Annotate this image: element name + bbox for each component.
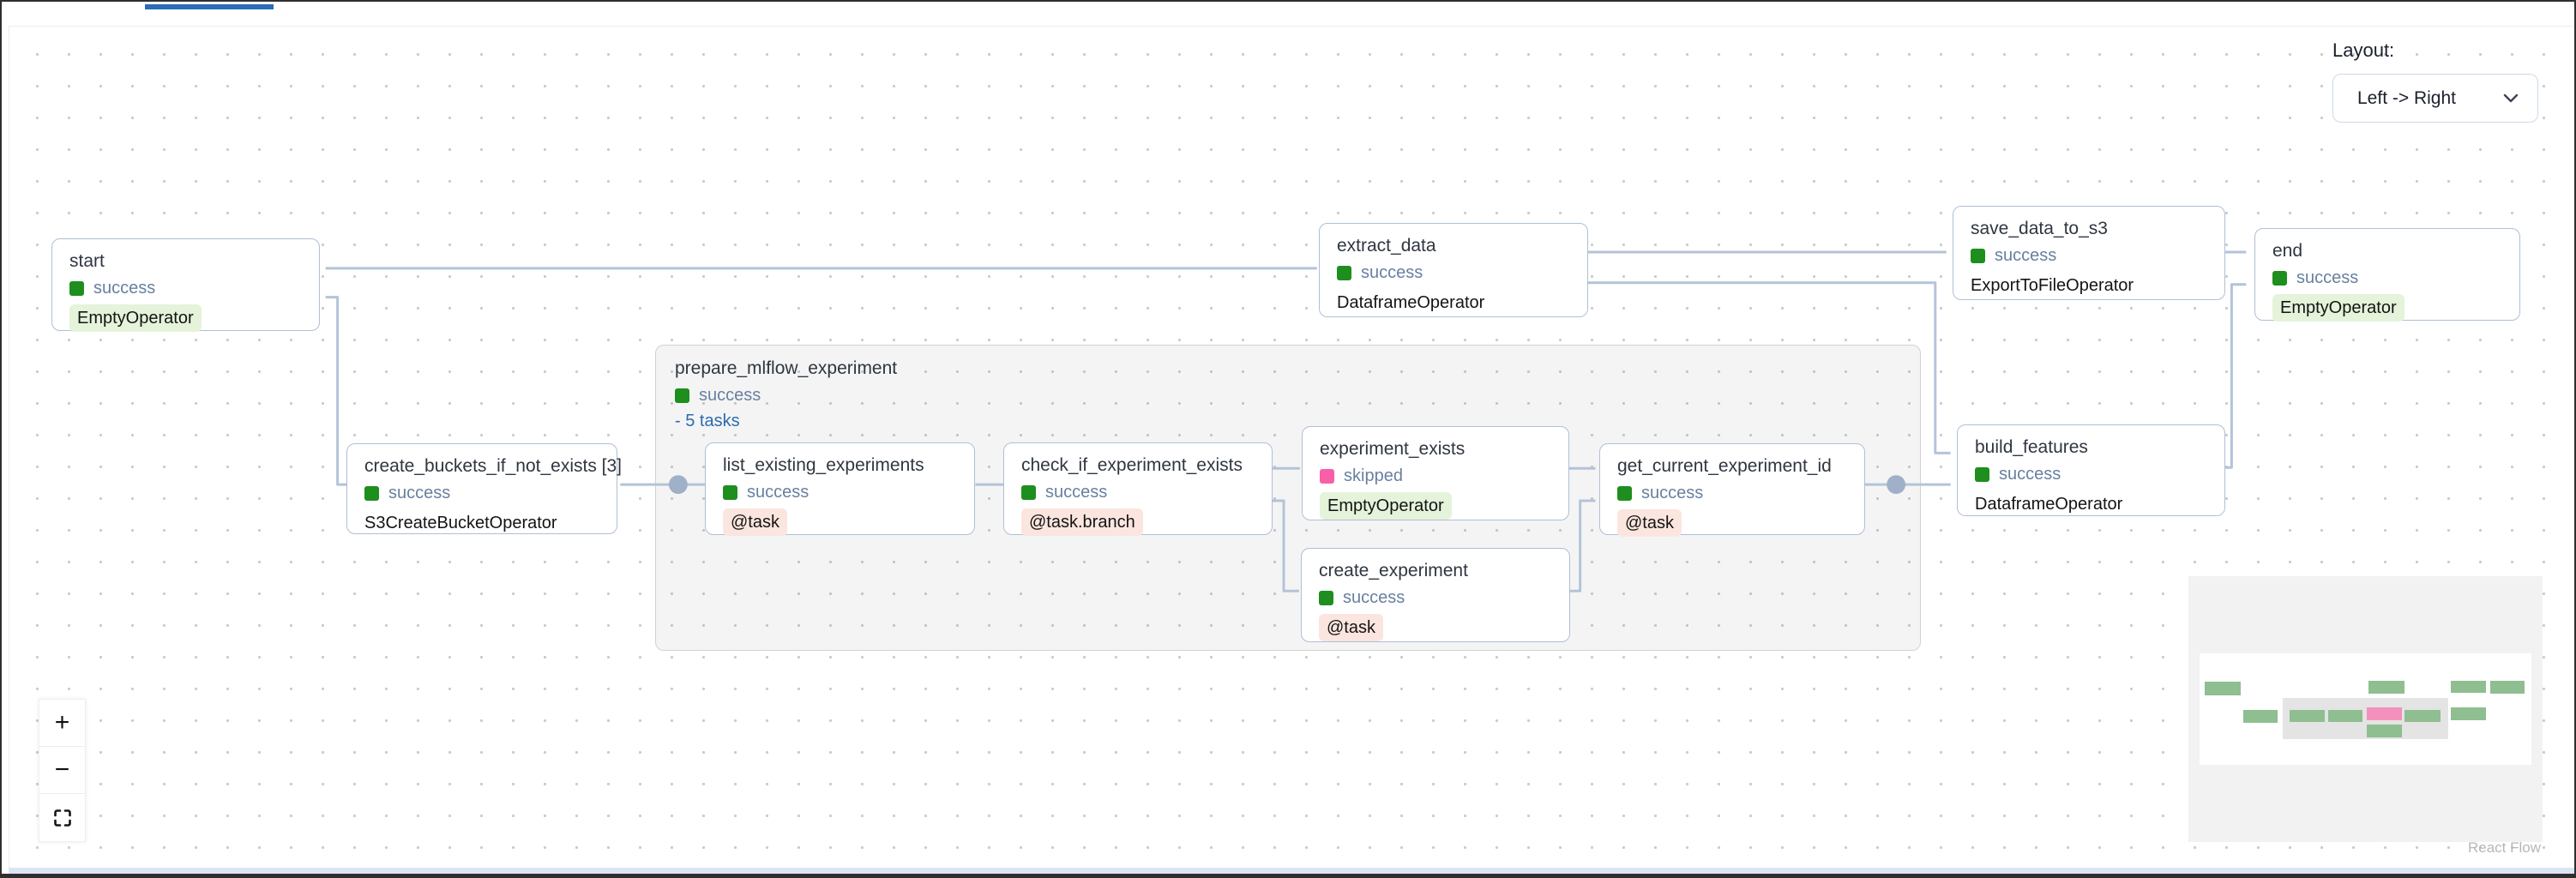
layout-selected-value: Left -> Right xyxy=(2357,87,2456,108)
group-port xyxy=(668,475,688,495)
group-port xyxy=(1887,475,1906,495)
state-label: success xyxy=(388,484,451,503)
state-square xyxy=(1319,591,1333,606)
state-square xyxy=(723,485,737,501)
edge-start-to-create_buckets_if_not_exists xyxy=(325,296,352,486)
operator-badge: @task xyxy=(1617,509,1682,538)
task-title: list_existing_experiments xyxy=(723,455,924,475)
state-label: success xyxy=(747,483,810,502)
group-title: prepare_mlflow_experiment xyxy=(675,358,898,378)
state-square xyxy=(364,486,379,502)
minimap-node-get_current_experiment_id xyxy=(2404,710,2441,722)
operator-badge: @task.branch xyxy=(1021,508,1143,537)
state-square xyxy=(1617,486,1632,502)
zoom-in-button[interactable]: + xyxy=(39,700,85,747)
task-title: save_data_to_s3 xyxy=(1971,219,2108,238)
state-label: skipped xyxy=(1344,466,1403,486)
task-title: experiment_exists xyxy=(1320,439,1466,459)
operator-badge: ExportToFileOperator xyxy=(1971,276,2134,296)
success-state-square xyxy=(675,388,689,404)
minimap-node-create_buckets_if_not_exists xyxy=(2243,710,2278,723)
operator-badge: EmptyOperator xyxy=(2272,294,2404,322)
minimap-node-start xyxy=(2205,682,2241,695)
task-title: end xyxy=(2272,241,2303,261)
edge-extract_data-to-build_features xyxy=(1584,281,1951,454)
state-square xyxy=(1021,485,1036,501)
state-square xyxy=(2272,271,2287,286)
state-label: success xyxy=(1343,588,1405,608)
state-square xyxy=(1975,467,1989,483)
state-square xyxy=(1971,249,1985,264)
horizontal-scrollbar[interactable] xyxy=(9,868,2574,874)
task-title: build_features xyxy=(1975,437,2088,457)
state-label: success xyxy=(2296,268,2359,288)
dag-node-check_if_experiment_exists[interactable]: check_if_experiment_exists success @task… xyxy=(1003,442,1273,537)
task-title: get_current_experiment_id xyxy=(1617,456,1832,476)
dag-node-create_buckets_if_not_exists[interactable]: create_buckets_if_not_exists [3] success… xyxy=(346,443,623,534)
task-title: create_buckets_if_not_exists [3] xyxy=(364,456,623,476)
operator-badge: EmptyOperator xyxy=(1320,492,1452,520)
task-title: create_experiment xyxy=(1319,561,1468,580)
minimap-node-check_if_experiment_exists xyxy=(2328,710,2362,722)
dag-node-build_features[interactable]: build_features success DataframeOperator xyxy=(1957,424,2225,516)
minimap-node-build_features xyxy=(2451,707,2486,720)
operator-badge: DataframeOperator xyxy=(1337,293,1485,313)
operator-badge: @task xyxy=(1319,614,1383,642)
operator-badge: EmptyOperator xyxy=(69,304,202,333)
task-title: start xyxy=(69,251,105,271)
dag-node-list_existing_experiments[interactable]: list_existing_experiments success @task xyxy=(705,442,975,537)
edge-create_experiment-to-get_current_experiment_id xyxy=(1566,499,1596,592)
minimap-node-save_data_to_s3 xyxy=(2451,681,2486,693)
operator-badge: S3CreateBucketOperator xyxy=(364,514,557,533)
state-label: success xyxy=(1995,246,2057,266)
dag-node-start[interactable]: start success EmptyOperator xyxy=(51,238,320,333)
layout-panel: Layout: Left -> Right xyxy=(2332,39,2538,123)
state-label: success xyxy=(1641,484,1704,503)
minimap-node-end xyxy=(2490,681,2525,694)
dag-node-experiment_exists[interactable]: experiment_exists skipped EmptyOperator xyxy=(1302,426,1569,520)
zoom-controls: + − xyxy=(39,699,86,842)
active-tab-indicator xyxy=(145,4,274,9)
state-square xyxy=(69,281,84,297)
layout-label: Layout: xyxy=(2332,39,2395,61)
plus-icon: + xyxy=(54,708,70,737)
group-collapse-link[interactable]: - 5 tasks xyxy=(675,412,740,431)
state-label: success xyxy=(1999,465,2061,484)
state-label: success xyxy=(1045,483,1108,502)
minus-icon: − xyxy=(54,755,70,784)
state-square xyxy=(1337,266,1351,281)
operator-badge: @task xyxy=(723,508,787,537)
minimap[interactable] xyxy=(2188,576,2543,842)
dag-node-save_data_to_s3[interactable]: save_data_to_s3 success ExportToFileOper… xyxy=(1953,206,2225,300)
minimap-node-list_existing_experiments xyxy=(2290,710,2325,722)
dag-node-create_experiment[interactable]: create_experiment success @task xyxy=(1301,548,1570,642)
minimap-node-create_experiment xyxy=(2367,725,2402,737)
state-label: success xyxy=(93,279,156,298)
zoom-out-button[interactable]: − xyxy=(39,747,85,794)
dag-node-extract_data[interactable]: extract_data success DataframeOperator xyxy=(1319,223,1588,317)
minimap-node-extract_data xyxy=(2368,681,2404,694)
fit-view-icon xyxy=(53,809,71,827)
group-state-label: success xyxy=(699,386,761,406)
edge-check_if_experiment_exists-to-create_experiment xyxy=(1271,499,1299,592)
task-title: check_if_experiment_exists xyxy=(1021,455,1243,475)
layout-direction-select[interactable]: Left -> Right xyxy=(2332,74,2538,123)
react-flow-attribution[interactable]: React Flow xyxy=(2468,839,2542,856)
fit-view-button[interactable] xyxy=(39,794,85,841)
dag-node-get_current_experiment_id[interactable]: get_current_experiment_id success @task xyxy=(1599,443,1865,538)
chevron-down-icon xyxy=(2503,93,2519,103)
state-label: success xyxy=(1361,263,1423,283)
state-square xyxy=(1320,469,1334,484)
minimap-node-experiment_exists xyxy=(2367,707,2402,720)
operator-badge: DataframeOperator xyxy=(1975,495,2123,514)
dag-node-end[interactable]: end success EmptyOperator xyxy=(2254,228,2520,322)
task-title: extract_data xyxy=(1337,236,1436,256)
